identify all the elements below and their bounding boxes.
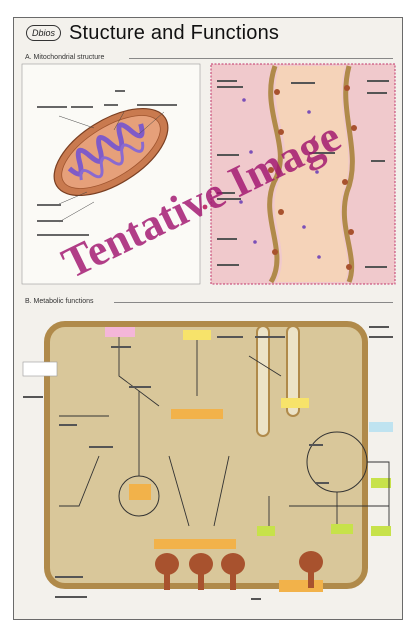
crista-fold-1 bbox=[257, 326, 269, 436]
dbios-logo: Dbios bbox=[26, 25, 61, 41]
orange-box-4 bbox=[279, 580, 323, 592]
white-label-box bbox=[23, 362, 57, 376]
orange-box-1 bbox=[171, 409, 223, 419]
yellow-box-1 bbox=[183, 330, 211, 340]
pink-box bbox=[105, 327, 135, 337]
green-box-2 bbox=[371, 526, 391, 536]
page-title: Stucture and Functions bbox=[69, 22, 279, 45]
orange-box-3 bbox=[154, 539, 236, 549]
green-box-1 bbox=[371, 478, 391, 488]
green-box-4 bbox=[331, 524, 353, 534]
green-box-3 bbox=[257, 526, 275, 536]
yellow-box-2 bbox=[281, 398, 309, 408]
poster: Dbios Stucture and Functions A. Mitochon… bbox=[13, 17, 403, 620]
blue-box bbox=[369, 422, 393, 432]
section-mitochondrial-structure: A. Mitochondrial structure bbox=[19, 52, 397, 288]
magnify-marker bbox=[203, 205, 208, 210]
metabolism-diagram bbox=[19, 296, 397, 614]
header: Dbios Stucture and Functions bbox=[14, 18, 402, 48]
orange-box-2 bbox=[129, 484, 151, 500]
structure-illustration bbox=[19, 52, 397, 288]
section-metabolic-functions: B. Metabolic functions bbox=[19, 296, 397, 614]
intermembrane-space bbox=[275, 66, 349, 282]
